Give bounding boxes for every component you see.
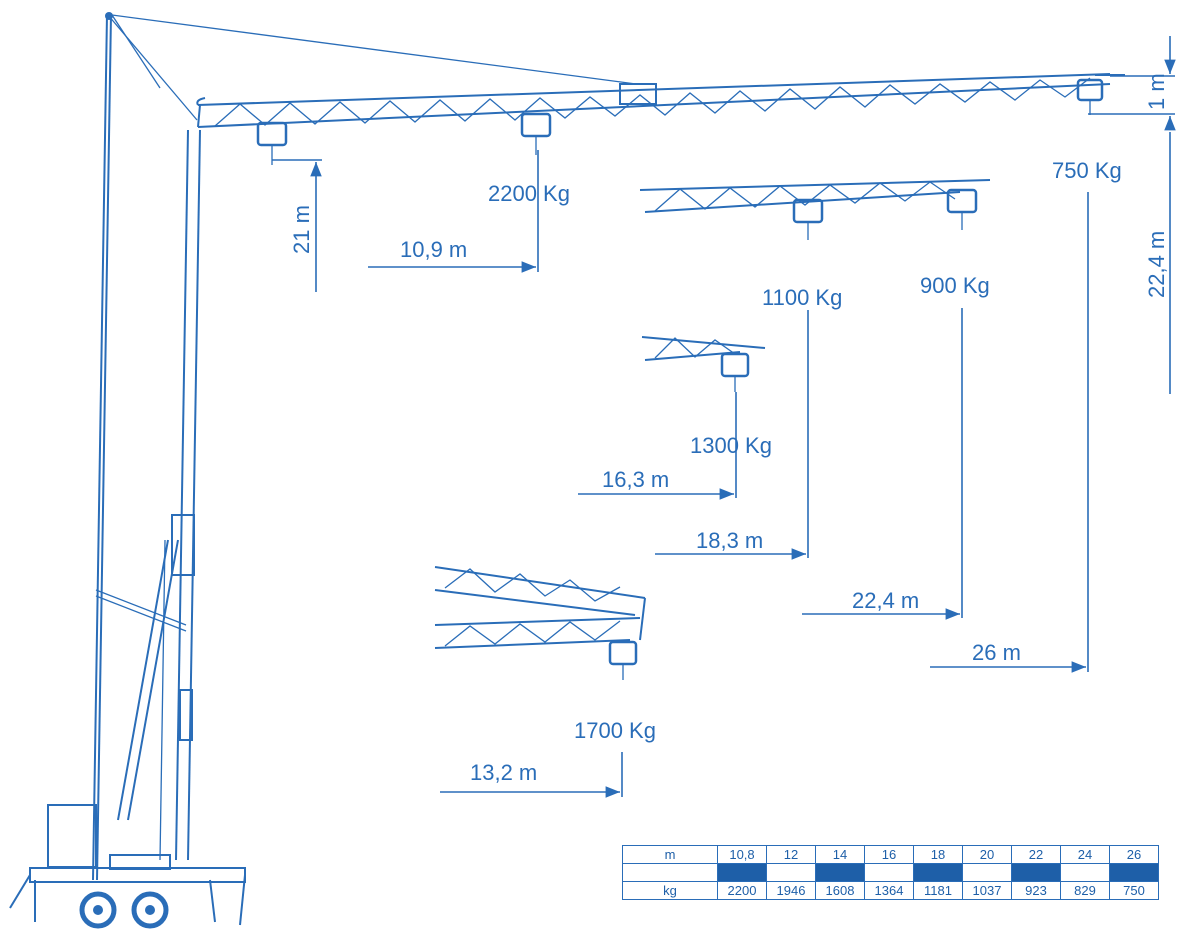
radius-label-16-3: 16,3 m (602, 467, 669, 492)
table-row (622, 863, 1159, 882)
table-cell (1109, 863, 1159, 882)
table-cell: 14 (815, 845, 865, 864)
table-cell (1060, 863, 1110, 882)
table-cell: m (622, 845, 718, 864)
load-label-2200: 2200 Kg (488, 181, 570, 206)
table-cell: 24 (1060, 845, 1110, 864)
table-cell: 1364 (864, 881, 914, 900)
table-cell (717, 863, 767, 882)
table-cell: 26 (1109, 845, 1159, 864)
table-row: kg 2200 1946 1608 1364 1181 1037 923 829… (622, 881, 1159, 900)
table-cell: 22 (1011, 845, 1061, 864)
load-label-1700: 1700 Kg (574, 718, 656, 743)
radius-label-26: 26 m (972, 640, 1021, 665)
radius-label-10-9: 10,9 m (400, 237, 467, 262)
jib-segment-4-icon (434, 566, 646, 680)
table-cell: 2200 (717, 881, 767, 900)
radius-label-22-4: 22,4 m (852, 588, 919, 613)
hook-trolley-icon (256, 78, 1104, 165)
table-cell: 16 (864, 845, 914, 864)
chassis-wheels-icon (9, 804, 246, 929)
table-cell: 923 (1011, 881, 1061, 900)
dimension-lines (272, 36, 1176, 798)
table-cell (622, 863, 718, 882)
table-cell: 18 (913, 845, 963, 864)
height-label-22-4: 22,4 m (1144, 231, 1169, 298)
table-cell (815, 863, 865, 882)
jib-segment-2-icon (639, 179, 991, 240)
table-cell: 12 (766, 845, 816, 864)
height-label-21: 21 m (289, 205, 314, 254)
load-label-750: 750 Kg (1052, 158, 1122, 183)
table-cell: 1946 (766, 881, 816, 900)
table-cell: 1037 (962, 881, 1012, 900)
table-cell: 750 (1109, 881, 1159, 900)
hook-label-1m: 1 m (1144, 73, 1169, 110)
jib-segment-3-icon (641, 336, 766, 392)
radius-label-18-3: 18,3 m (696, 528, 763, 553)
crane-jib-icon (196, 73, 1125, 128)
table-cell: 1608 (815, 881, 865, 900)
table-cell: 1181 (913, 881, 963, 900)
table-cell (962, 863, 1012, 882)
table-cell: 20 (962, 845, 1012, 864)
table-cell (913, 863, 963, 882)
table-cell (1011, 863, 1061, 882)
table-cell (766, 863, 816, 882)
load-label-1300: 1300 Kg (690, 433, 772, 458)
table-cell: kg (622, 881, 718, 900)
radius-label-13-2: 13,2 m (470, 760, 537, 785)
table-row: m 10,8 12 14 16 18 20 22 24 26 (622, 845, 1159, 864)
table-cell: 829 (1060, 881, 1110, 900)
capacity-table: m 10,8 12 14 16 18 20 22 24 26 kg 2200 1… (622, 845, 1159, 900)
load-label-900: 900 Kg (920, 273, 990, 298)
crane-mast-icon (92, 12, 637, 881)
table-cell (864, 863, 914, 882)
table-cell: 10,8 (717, 845, 767, 864)
load-label-1100: 1100 Kg (762, 285, 842, 310)
